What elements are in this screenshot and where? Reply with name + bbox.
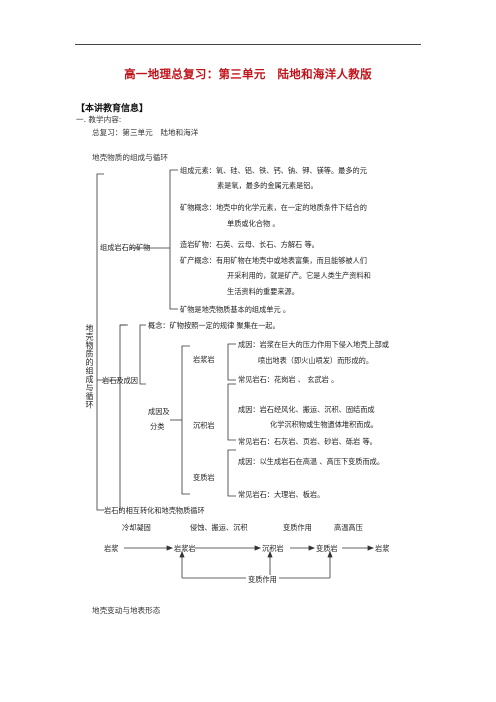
process-metamorphism: 变质作用 xyxy=(283,523,312,532)
cycle-node-magma: 岩浆 xyxy=(104,544,119,553)
cycle-title: 岩石的相互转化和地壳物质循环 xyxy=(104,506,205,515)
elements-line-2: 素是氧，最多的金属元素是铝。 xyxy=(217,181,318,190)
minerals-summary: 矿物是地壳物质基本的组成单元 。 xyxy=(180,305,291,314)
elements-line-1: 组成元素：氧、硅、铝、铁、钙、钠、钾、镁等。最多的元 xyxy=(180,166,367,175)
classify-label-line-2: 分类 xyxy=(150,422,165,431)
cycle-node-magma-end: 岩浆 xyxy=(375,544,390,553)
metamorphic-name: 变质岩 xyxy=(193,473,215,482)
sedimentary-origin-line-2: 化学沉积物或生物遗体堆积而成。 xyxy=(270,420,378,429)
info-header: 【本讲教育信息】 xyxy=(76,104,149,114)
process-cooling: 冷却凝固 xyxy=(122,523,151,532)
vertical-section-label: 地壳物质的组成与循环 xyxy=(85,324,94,409)
section1-title: 地壳物质的组成与循环 xyxy=(92,153,168,162)
igneous-origin-line-2: 喷出地表（即火山喷发）而形成的。 xyxy=(258,356,374,365)
igneous-name: 岩浆岩 xyxy=(193,355,215,364)
page-title: 高一地理总复习：第三单元 陆地和海洋人教版 xyxy=(124,67,372,81)
metamorphic-common: 常见岩石：大理岩、板岩。 xyxy=(238,490,325,499)
classify-label-line-1: 成因及 xyxy=(148,407,170,416)
ore-concept-line-3: 生活资料的重要来源。 xyxy=(227,287,299,296)
rock-forming-minerals: 造岩矿物：石英、云母、长石、方解石 等。 xyxy=(180,240,319,249)
cycle-node-igneous: 岩浆岩 xyxy=(174,544,196,553)
process-erosion: 侵蚀、搬运、沉积 xyxy=(190,523,248,532)
ore-concept-line-1: 矿产概念：有用矿物在地壳中或地表富集，而且能够被人们 xyxy=(180,256,367,265)
igneous-origin-line-1: 成因：岩浆在巨大的压力作用下侵入地壳上部或 xyxy=(238,340,389,349)
section2-title: 地壳变动与地表形态 xyxy=(92,606,161,615)
cycle-bottom-label: 变质作用 xyxy=(246,575,279,585)
igneous-common: 常见岩石：花岗岩 、 玄武岩 。 xyxy=(238,375,339,384)
sedimentary-name: 沉积岩 xyxy=(193,421,215,430)
mineral-concept-line-2: 单质或化合物 。 xyxy=(227,219,280,228)
minerals-group-label: 组成岩石的矿物 xyxy=(100,243,151,252)
content-label: 一. 教学内容: xyxy=(76,115,122,124)
header-rule xyxy=(75,44,421,45)
mineral-concept-line-1: 矿物概念：地壳中的化学元素，在一定的地质条件下结合的 xyxy=(180,203,367,212)
sedimentary-origin-line-1: 成因：岩石经风化、搬运、沉积、固结而成 xyxy=(238,405,375,414)
sedimentary-common: 常见岩石：石灰岩、页岩、砂岩、砾岩 等。 xyxy=(238,437,377,446)
content-text: 总复习：第三单元 陆地和海洋 xyxy=(92,128,199,137)
cycle-node-metamorphic: 变质岩 xyxy=(316,544,338,553)
ore-concept-line-2: 开采利用的，就是矿产。它是人类生产资料和 xyxy=(227,271,371,280)
metamorphic-origin: 成因：以生成岩石在高温 、高压下变质而成。 xyxy=(238,457,385,466)
process-high-temp: 高温高压 xyxy=(334,523,363,532)
rocks-group-label: 岩石及成因 xyxy=(102,376,138,385)
cycle-node-sedimentary: 沉积岩 xyxy=(262,544,284,553)
rock-concept: 概念：矿物按照一定的规律 聚集在一起。 xyxy=(148,321,280,330)
